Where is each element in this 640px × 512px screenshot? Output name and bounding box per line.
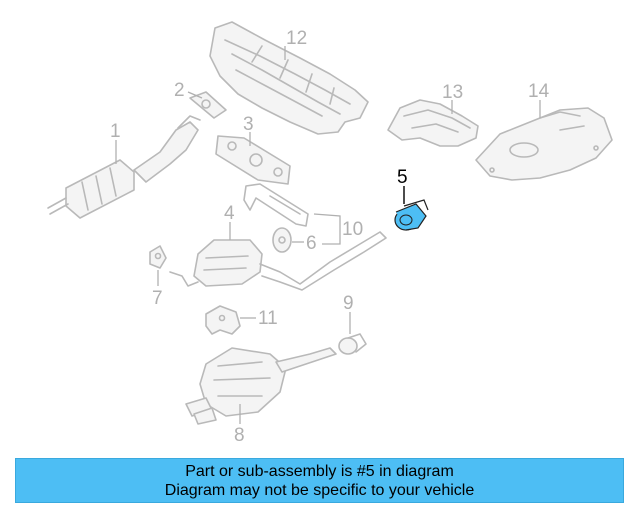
banner-line-1: Part or sub-assembly is #5 in diagram: [185, 462, 454, 480]
part-6-hanger[interactable]: [272, 227, 292, 253]
leader-2: [187, 91, 203, 99]
exhaust-parts-diagram: 12 13 14 1 2 3: [47, 21, 613, 446]
callout-6: 6: [306, 233, 317, 254]
part-3-flange-gasket[interactable]: [215, 135, 291, 185]
part-4-center-muffler[interactable]: [169, 231, 387, 291]
callout-12: 12: [286, 28, 307, 49]
callout-2: 2: [174, 80, 185, 101]
part-11-bracket[interactable]: [205, 305, 241, 335]
callout-7: 7: [152, 288, 163, 309]
leader-10: [313, 213, 341, 245]
callout-1: 1: [110, 121, 121, 142]
callout-13: 13: [442, 82, 463, 103]
callout-4: 4: [224, 203, 235, 224]
part-8-rear-muffler[interactable]: [185, 347, 337, 425]
part-2-gasket[interactable]: [189, 91, 227, 119]
callout-5: 5: [397, 167, 408, 188]
banner-line-2: Diagram may not be specific to your vehi…: [164, 481, 475, 499]
part-9-clamp[interactable]: [338, 333, 367, 355]
part-1-catalytic-converter[interactable]: [47, 115, 201, 219]
part-14-heat-shield-plate[interactable]: [475, 107, 613, 181]
part-5-exhaust-clamp[interactable]: [394, 199, 429, 231]
part-10-bracket[interactable]: [243, 183, 309, 227]
callout-3: 3: [243, 114, 254, 135]
part-13-heat-shield[interactable]: [387, 99, 479, 147]
info-banner: Part or sub-assembly is #5 in diagram Di…: [15, 458, 624, 503]
callout-8: 8: [234, 425, 245, 446]
callout-10: 10: [342, 219, 363, 240]
callout-11: 11: [258, 308, 278, 329]
part-12-heat-shield[interactable]: [209, 21, 369, 135]
part-7-hanger[interactable]: [149, 245, 167, 269]
callout-14: 14: [528, 81, 550, 102]
callout-9: 9: [343, 293, 354, 314]
